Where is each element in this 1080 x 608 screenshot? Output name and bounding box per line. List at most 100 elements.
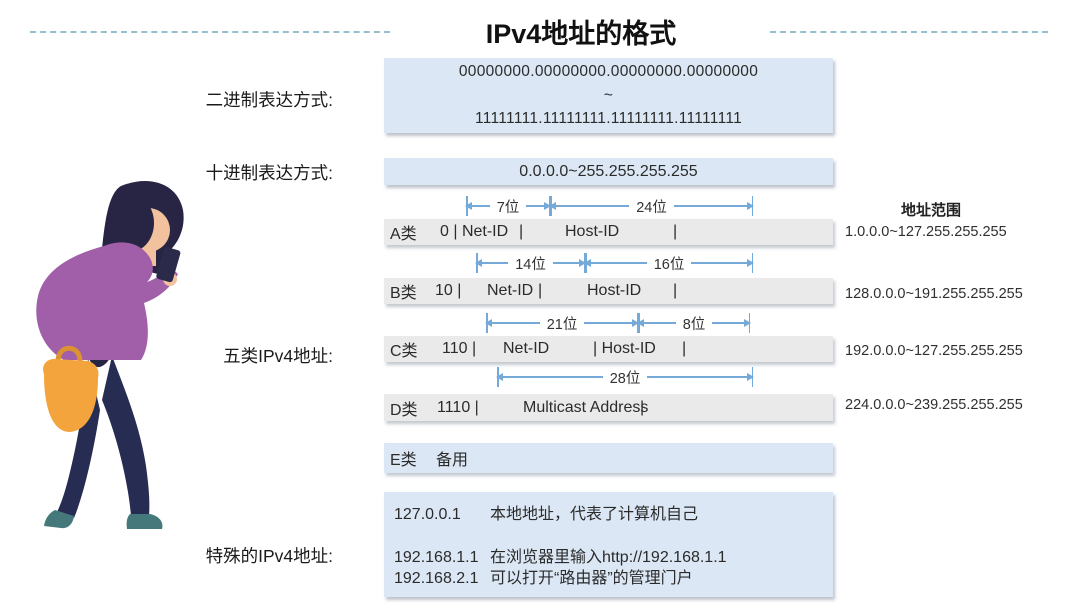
class-row-e: E类 备用: [384, 443, 833, 473]
arrow-line: [474, 259, 509, 266]
arrow-line: [548, 202, 630, 209]
arrow-line: [712, 319, 751, 326]
field-divider: |: [538, 282, 543, 299]
bit-arrow-span: 7位: [465, 195, 551, 217]
arrow-line: [526, 202, 551, 209]
phone-icon: [156, 247, 181, 283]
address-range-c: 192.0.0.0~127.255.255.255: [845, 343, 1023, 359]
special-addresses-box: 127.0.0.1 本地地址，代表了计算机自己 192.168.1.1 在浏览器…: [384, 492, 833, 597]
class-row-segment: Host-ID: [565, 223, 620, 240]
dashed-divider-right: [770, 31, 1048, 33]
class-row-segment: 10 |: [435, 282, 462, 299]
arrow-tick: [751, 196, 753, 216]
special-ip: 127.0.0.1: [394, 506, 461, 523]
binary-range-box: 00000000.00000000.00000000.00000000 ~ 11…: [384, 58, 833, 133]
bit-arrows-class-d: 28位: [384, 366, 833, 388]
arrow-line: [485, 319, 540, 326]
bit-width-label: 16位: [653, 256, 685, 273]
field-divider: |: [640, 398, 645, 416]
class-row-b: B类 10 | Net-ID | Host-ID |: [384, 278, 833, 304]
class-row-segment: 0 | Net-ID: [440, 223, 509, 240]
bit-arrow-span: 28位: [496, 366, 754, 388]
arrow-tick: [748, 313, 750, 333]
side-label-decimal: 十进制表达方式:: [205, 163, 333, 183]
bit-arrows-class-b: 14位 16位: [384, 252, 833, 274]
class-row-label: B类: [390, 285, 417, 302]
bit-arrow-span: 24位: [548, 195, 755, 217]
arrow-line: [637, 319, 676, 326]
address-range-b: 128.0.0.0~191.255.255.255: [845, 286, 1023, 302]
side-label-special: 特殊的IPv4地址:: [205, 546, 333, 566]
bit-arrow-span: 16位: [584, 252, 754, 274]
bit-width-label: 24位: [636, 199, 667, 216]
field-divider: |: [673, 282, 678, 299]
arrow-line: [496, 373, 603, 380]
back-shoe-shape: [44, 510, 74, 529]
front-leg-shape: [102, 356, 150, 516]
arrow-line: [673, 202, 755, 209]
class-row-segment: Host-ID: [587, 282, 642, 299]
class-row-label: D类: [390, 401, 418, 419]
front-shoe-shape: [126, 514, 163, 529]
address-range-d: 224.0.0.0~239.255.255.255: [845, 397, 1023, 413]
decimal-range-text: 0.0.0.0~255.255.255.255: [519, 162, 698, 180]
bit-arrow-span: 14位: [474, 252, 587, 274]
side-label-classes: 五类IPv4地址:: [223, 346, 333, 366]
special-address-row: 192.168.2.1 可以打开“路由器”的管理门户: [394, 568, 833, 589]
arrow-tick: [751, 367, 753, 387]
side-label-binary: 二进制表达方式:: [205, 90, 333, 110]
bag-handle-shape: [55, 345, 83, 362]
arrow-line: [584, 319, 639, 326]
bit-width-label: 21位: [546, 316, 578, 333]
field-divider: |: [673, 223, 678, 240]
sweater-shape: [36, 242, 179, 360]
class-row-d: D类 1110 | Multicast Address |: [384, 394, 833, 421]
arrow-line: [691, 259, 754, 266]
bit-width-label: 14位: [515, 256, 546, 273]
tilde-separator: ~: [603, 86, 614, 104]
class-row-label: C类: [390, 343, 418, 360]
class-row-label: E类: [390, 452, 417, 469]
dashed-divider-left: [30, 31, 390, 33]
bit-arrow-span: 21位: [485, 312, 639, 334]
decimal-range-box: 0.0.0.0~255.255.255.255: [384, 158, 833, 185]
class-row-a: A类 0 | Net-ID | Host-ID |: [384, 219, 833, 245]
class-row-segment: Net-ID: [487, 282, 534, 299]
class-row-segment: 备用: [436, 452, 469, 469]
address-range-a: 1.0.0.0~127.255.255.255: [845, 224, 1007, 240]
special-ip: 192.168.2.1: [394, 570, 479, 587]
binary-line-min: 00000000.00000000.00000000.00000000: [458, 63, 759, 81]
field-divider: |: [519, 223, 524, 240]
class-row-label: A类: [390, 226, 417, 243]
class-row-segment: Multicast Address: [523, 398, 649, 416]
bit-arrows-class-a: 7位 24位: [384, 195, 833, 217]
special-desc: 在浏览器里输入http://192.168.1.1: [490, 549, 727, 566]
bit-arrows-class-c: 21位 8位: [384, 312, 833, 334]
arrow-line: [552, 259, 587, 266]
class-row-segment: Net-ID: [503, 340, 550, 357]
class-row-segment: 110 |: [442, 340, 477, 357]
field-divider: |: [682, 340, 687, 357]
bit-width-label: 28位: [609, 370, 641, 387]
bit-width-label: 8位: [682, 316, 706, 333]
arrow-tick: [751, 253, 753, 273]
special-ip: 192.168.1.1: [394, 549, 479, 566]
bag-shape: [43, 359, 99, 432]
address-range-header: 地址范围: [901, 202, 962, 219]
class-row-c: C类 110 | Net-ID | Host-ID |: [384, 336, 833, 362]
page-title: IPv4地址的格式: [485, 19, 677, 49]
special-address-row: 192.168.1.1 在浏览器里输入http://192.168.1.1: [394, 547, 833, 568]
special-address-row: 127.0.0.1 本地地址，代表了计算机自己: [394, 504, 833, 525]
class-row-segment: | Host-ID: [593, 340, 656, 357]
binary-line-max: 11111111.11111111.11111111.11111111: [474, 109, 743, 127]
arrow-line: [584, 259, 647, 266]
bit-width-label: 7位: [496, 199, 520, 216]
hair-front-shape: [106, 194, 154, 252]
class-row-segment: 1110 |: [437, 398, 479, 416]
arrow-line: [465, 202, 490, 209]
arrow-line: [647, 373, 754, 380]
special-desc: 可以打开“路由器”的管理门户: [490, 570, 693, 587]
bit-arrow-span: 8位: [637, 312, 751, 334]
woman-with-phone-illustration: [36, 180, 184, 529]
